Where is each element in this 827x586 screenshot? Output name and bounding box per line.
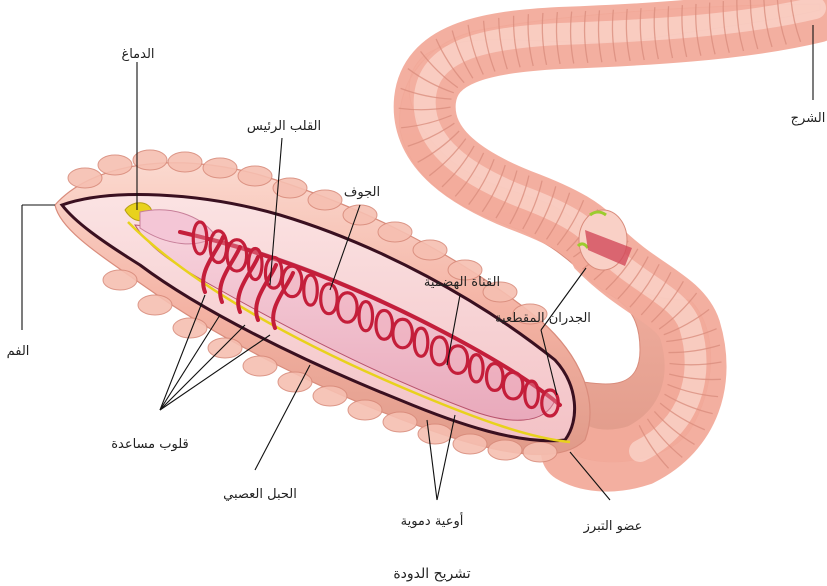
diagram-caption: تشريح الدودة: [393, 566, 470, 582]
segment-bump: [418, 424, 452, 444]
segment-bump: [173, 318, 207, 338]
label-aux-hearts: قلوب مساعدة: [111, 437, 189, 452]
segment-bump: [413, 240, 447, 260]
vessel-loop: [338, 293, 358, 322]
segment-bump: [523, 442, 557, 462]
label-main-heart: القلب الرئيس: [247, 119, 321, 134]
label-brain: الدماغ: [121, 47, 154, 62]
segment-bump: [343, 205, 377, 225]
label-excretory-organ: عضو التبرز: [583, 519, 643, 534]
segment-bump: [383, 412, 417, 432]
segment-bump: [308, 190, 342, 210]
segment-bump: [348, 400, 382, 420]
vessel-loop: [525, 381, 539, 407]
vessel-loop: [542, 390, 559, 416]
vessel-loop: [193, 222, 207, 254]
vessel-loop: [470, 355, 484, 382]
vessel-loop: [282, 266, 302, 296]
label-coelom: الجوف: [344, 185, 380, 200]
segment-bump: [488, 440, 522, 460]
segment-bump: [238, 166, 272, 186]
vessel-loop: [414, 328, 428, 356]
segment-bump: [133, 150, 167, 170]
segment-bump: [278, 372, 312, 392]
label-blood-vessels: أوعية دموية: [401, 512, 464, 529]
label-anus: الشرج: [791, 111, 826, 126]
vessel-loop: [486, 363, 503, 390]
label-nerve-cord: الحبل العصبي: [223, 487, 297, 502]
label-digestive-tract: القناة الهضمية: [424, 275, 500, 290]
segment-bump: [243, 356, 277, 376]
segment-bump: [313, 386, 347, 406]
vessel-loop: [321, 284, 338, 314]
segment-bump: [203, 158, 237, 178]
vessel-loop: [431, 337, 448, 365]
vessel-loop: [393, 319, 413, 348]
segment-bump: [68, 168, 102, 188]
vessel-loop: [359, 302, 373, 331]
vessel-loop: [376, 310, 393, 339]
vessel-loop: [304, 275, 318, 305]
label-segment-walls: الجدران المقطعية: [495, 311, 591, 326]
segment-bump: [168, 152, 202, 172]
segment-bump: [103, 270, 137, 290]
segment-bump: [208, 338, 242, 358]
vessel-loop: [448, 346, 468, 374]
segment-bump: [138, 295, 172, 315]
vessel-loop: [503, 372, 523, 399]
segment-bump: [98, 155, 132, 175]
segment-bump: [453, 434, 487, 454]
segment-bump: [378, 222, 412, 242]
label-mouth: الفم: [7, 344, 30, 359]
